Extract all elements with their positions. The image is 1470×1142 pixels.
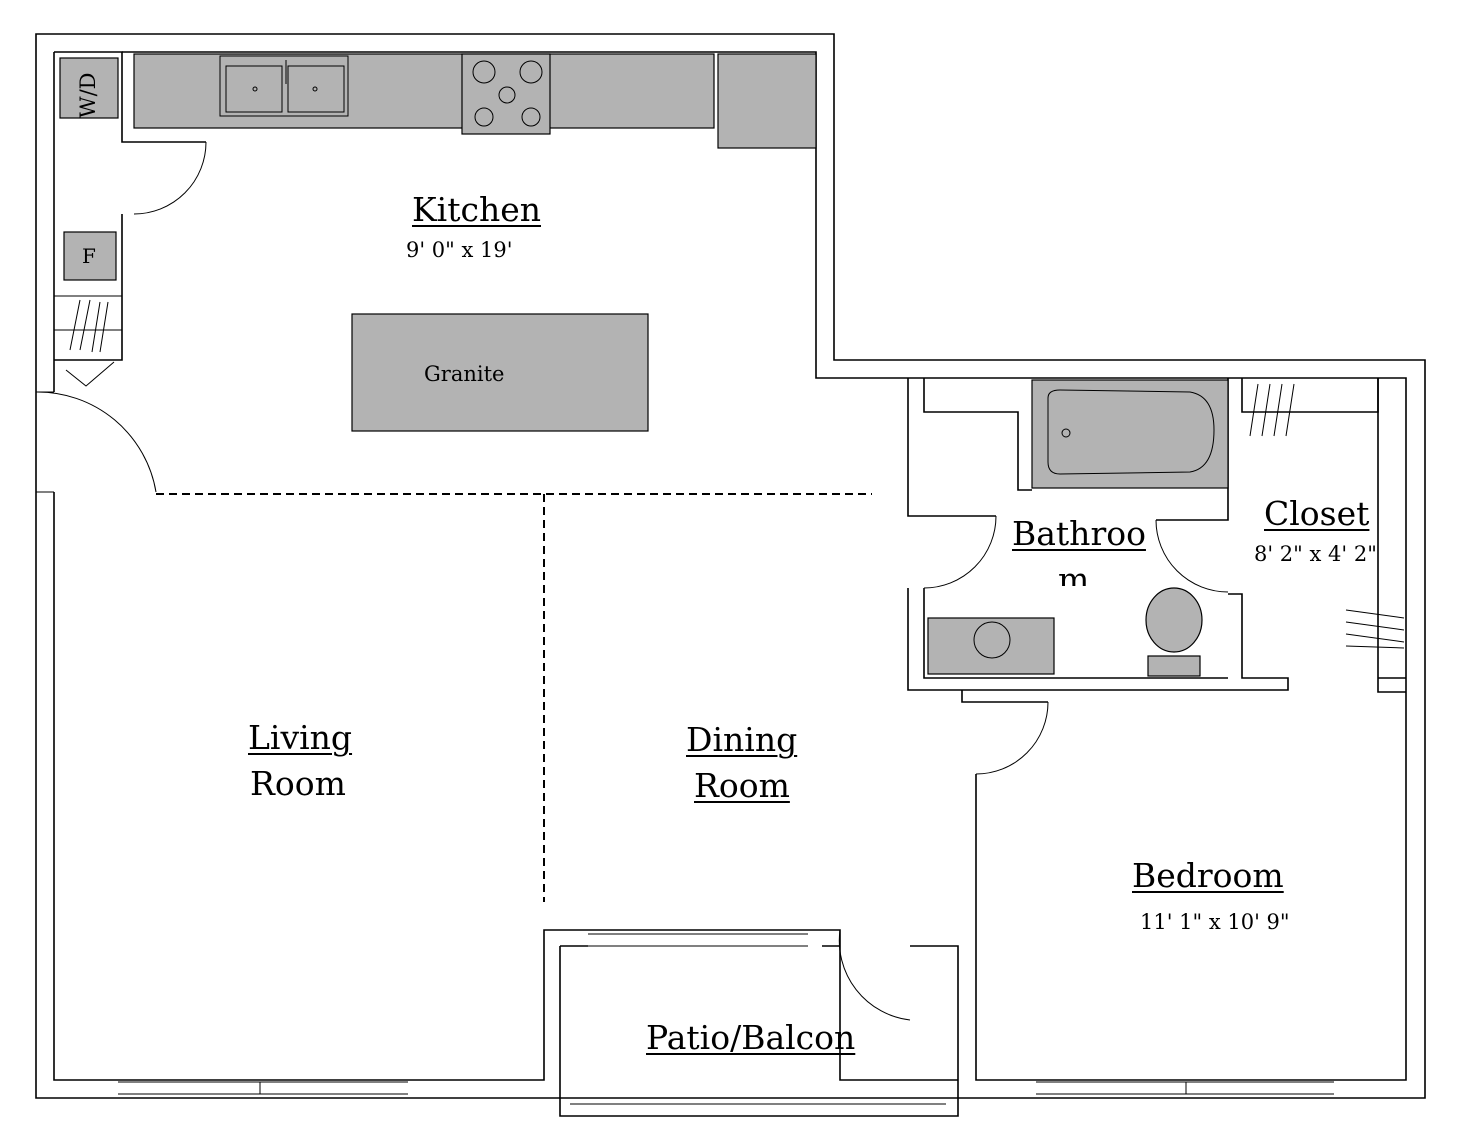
living-room-title-line2: Room [250,764,346,803]
room-dividers [156,493,872,902]
closet-dimensions: 8' 2" x 4' 2" [1254,542,1377,566]
kitchen-dimensions: 9' 0" x 19' [406,238,513,262]
closet-title: Closet [1264,494,1370,533]
closet-shelves [1249,383,1405,649]
bedroom-title: Bedroom [1132,856,1284,895]
pantry-shelves [65,299,115,387]
outer-walls [35,33,1426,1099]
patio-title: Patio/Balcon [646,1018,856,1057]
laundry-walls [53,51,206,392]
stove [461,53,551,135]
patio-walls [559,933,959,1117]
kitchen-title: Kitchen [412,190,541,229]
windows [118,1081,1334,1095]
fridge-label: F [82,244,96,268]
sink [219,55,349,117]
washer-dryer-label: W/D [76,72,100,119]
bath-fixtures [927,379,1229,677]
bathroom-title-line2: m [1058,560,1090,586]
fridge [63,231,117,281]
washer-dryer [59,57,119,119]
living-room-title-line1: Living [248,718,353,757]
door-swings [35,141,1229,1021]
bathroom-walls [907,378,1406,703]
dining-room-title-line2: Room [694,766,790,805]
island-label: Granite [424,362,505,386]
granite-island [351,313,649,432]
bedroom-dimensions: 11' 1" x 10' 9" [1140,910,1290,934]
dining-room-title-line1: Dining [686,720,798,759]
bathroom-title-line1: Bathroo [1012,514,1146,553]
